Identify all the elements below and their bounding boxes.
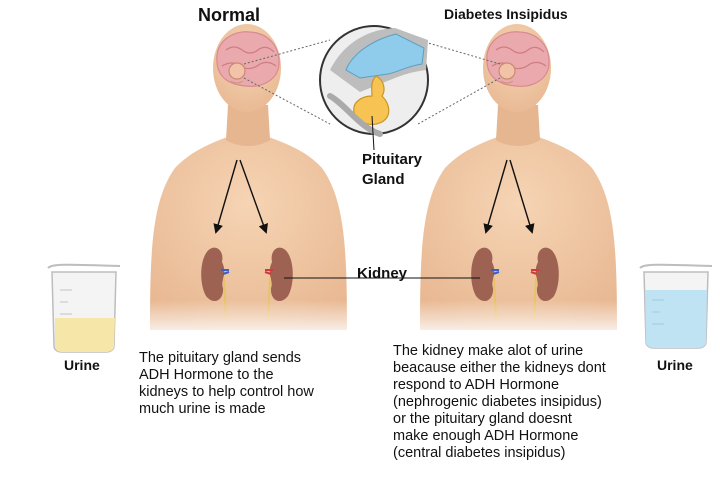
di-neck (496, 105, 540, 146)
normal-description-line: much urine is made (139, 401, 266, 417)
urine-label-di: Urine (657, 357, 693, 373)
di-description-line: beacause either the kidneys dont (393, 360, 606, 376)
di-kidney-right (535, 247, 559, 302)
normal-description-line: kidneys to help control how (139, 384, 314, 400)
di-description: The kidney make alot of urine beacause e… (393, 343, 655, 462)
pituitary-gland-label: Pituitary Gland (362, 150, 422, 190)
di-description-line: (central diabetes insipidus) (393, 445, 566, 461)
zoom-connectors (243, 39, 501, 125)
normal-body-figure (140, 24, 360, 340)
di-description-line: (nephrogenic diabetes insipidus) (393, 394, 602, 410)
di-description-line: make enough ADH Hormone (393, 428, 579, 444)
beaker-di (639, 263, 713, 349)
di-description-line: respond to ADH Hormone (393, 377, 560, 393)
pituitary-label-line2: Gland (362, 171, 405, 188)
normal-description-line: ADH Hormone to the (139, 367, 274, 383)
pituitary-callout-line (371, 115, 375, 151)
di-arrow-left (483, 159, 508, 234)
di-pituitary-marker (498, 62, 516, 80)
normal-torso (150, 136, 347, 330)
normal-kidney-left (201, 247, 225, 302)
hypothalamus-shape (345, 33, 425, 79)
di-kidney-left (471, 247, 495, 302)
di-description-line: or the pituitary gland doesnt (393, 411, 572, 427)
normal-arrow-left (213, 159, 238, 234)
di-description-line: The kidney make alot of urine (393, 343, 584, 359)
normal-description-line: The pituitary gland sends (139, 350, 302, 366)
di-torso (420, 136, 617, 330)
urine-di-fill (645, 290, 707, 348)
urine-label-normal: Urine (64, 357, 100, 373)
di-brain (486, 31, 550, 87)
di-body-figure (410, 24, 630, 340)
title-normal: Normal (198, 5, 261, 25)
normal-neck (226, 105, 270, 146)
pituitary-zoom-inset (319, 25, 429, 137)
normal-pituitary-marker (228, 62, 246, 80)
normal-brain (216, 31, 280, 87)
normal-description: The pituitary gland sends ADH Hormone to… (139, 350, 369, 418)
normal-kidney-right (269, 247, 293, 302)
urine-normal-fill (55, 318, 115, 352)
kidney-label: Kidney (357, 265, 408, 282)
pituitary-label-line1: Pituitary (362, 151, 423, 168)
di-arrow-right (509, 159, 535, 234)
beaker-normal (47, 263, 121, 353)
normal-arrow-right (239, 159, 268, 234)
title-diabetes-insipidus: Diabetes Insipidus (444, 6, 568, 22)
